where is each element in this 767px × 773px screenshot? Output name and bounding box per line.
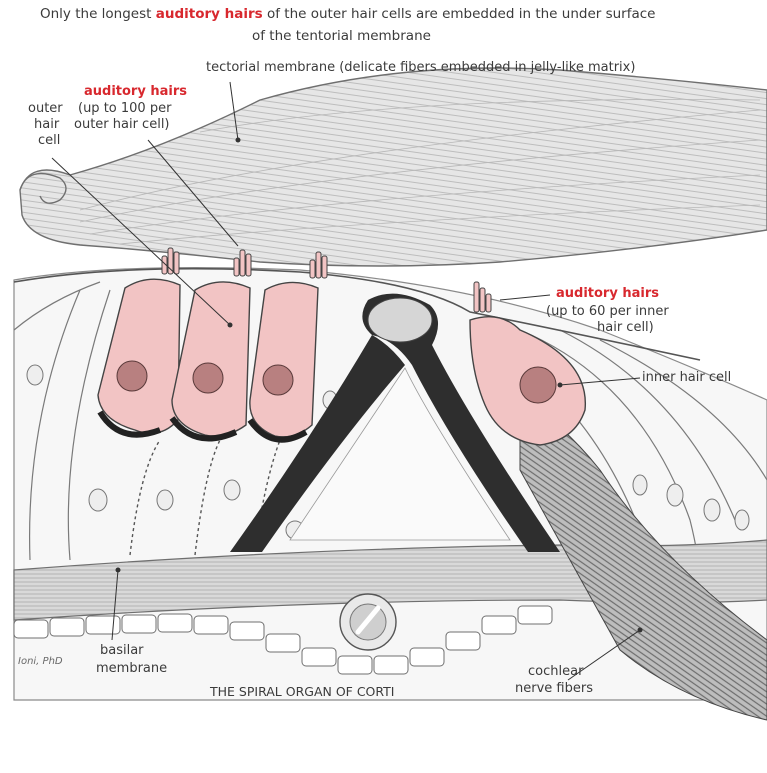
- nucleus-left-3: [157, 490, 173, 510]
- outer-cell-label-1: outer: [28, 101, 63, 117]
- inner-cell-label: inner hair cell: [642, 370, 731, 386]
- diagram-title: THE SPIRAL ORGAN OF CORTI: [210, 684, 395, 700]
- outer-nucleus-1: [117, 361, 147, 391]
- inner-stereocilia: [474, 282, 491, 312]
- cochlear-label-2: nerve fibers: [515, 681, 593, 697]
- heading-line-1: Only the longest auditory hairs of the o…: [40, 6, 656, 22]
- outer-hairs-title: auditory hairs: [84, 84, 187, 100]
- inner-nucleus: [520, 367, 556, 403]
- heading-post: of the outer hair cells are embedded in …: [263, 6, 656, 22]
- pillar-head: [368, 298, 432, 342]
- heading-pre: Only the longest: [40, 6, 156, 22]
- nucleus-left-2: [89, 489, 107, 511]
- outer-cell-label-2: hair: [34, 117, 59, 133]
- outer-hairs-sub2: outer hair cell): [74, 117, 170, 133]
- inner-hairs-title: auditory hairs: [556, 286, 659, 302]
- nucleus-left-4: [224, 480, 240, 500]
- heading-highlight: auditory hairs: [156, 6, 263, 22]
- inner-hairs-sub2: hair cell): [597, 320, 654, 336]
- tectorial-label: tectorial membrane (delicate fibers embe…: [206, 60, 635, 76]
- cochlear-label-1: cochlear: [528, 664, 583, 680]
- outer-nucleus-3: [263, 365, 293, 395]
- outer-hair-cells: [98, 279, 318, 440]
- outer-nucleus-2: [193, 363, 223, 393]
- nucleus-left: [27, 365, 43, 385]
- inner-hairs-leader: [500, 295, 550, 300]
- basilar-label-2: membrane: [96, 661, 167, 677]
- heading-line-2: of the tentorial membrane: [252, 28, 431, 44]
- inner-hairs-sub1: (up to 60 per inner: [546, 304, 669, 320]
- outer-hairs-sub1: (up to 100 per: [78, 101, 171, 117]
- outer-cell-label-3: cell: [38, 133, 60, 149]
- artist-signature: Ioni, PhD: [18, 654, 63, 670]
- basilar-label-1: basilar: [100, 643, 144, 659]
